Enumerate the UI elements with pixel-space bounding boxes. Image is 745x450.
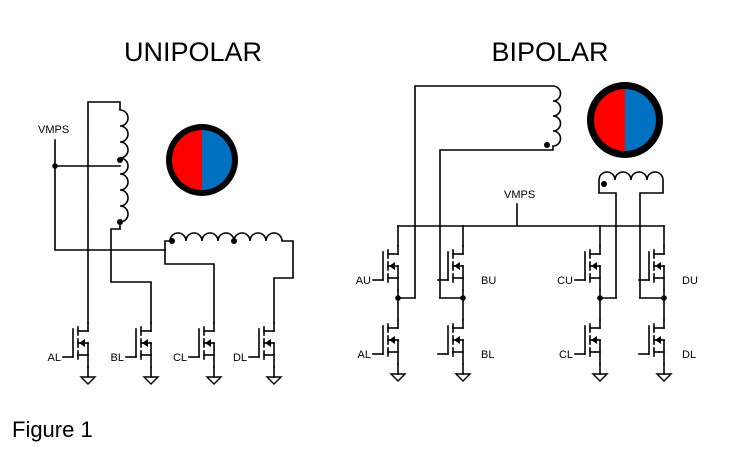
unipolar-vertical-coil xyxy=(87,101,129,324)
gate-label: AU xyxy=(356,275,371,287)
unipolar-title: UNIPOLAR xyxy=(124,37,262,67)
gate-label: AL xyxy=(48,352,61,364)
unipolar-mosfet-al: AL xyxy=(48,322,89,368)
gate-label: CL xyxy=(173,352,187,364)
gate-label: CL xyxy=(559,349,573,361)
unipolar-polarity-dot xyxy=(169,238,175,244)
bipolar-low-mosfet-al: AL xyxy=(358,319,399,365)
bipolar-polarity-dot xyxy=(544,142,550,148)
unipolar-polarity-dot xyxy=(231,238,237,244)
unipolar-mosfet-bl: BL xyxy=(111,322,152,368)
unipolar-mosfet-cl: CL xyxy=(173,322,215,368)
gate-label: BU xyxy=(481,275,496,287)
unipolar-coil-tail-cl xyxy=(164,249,215,324)
unipolar-polarity-dot xyxy=(117,157,123,163)
junction-dot xyxy=(597,295,603,301)
gate-label: BL xyxy=(111,352,124,364)
bipolar-high-mosfet-du: DU xyxy=(638,245,698,291)
bipolar-supply-rail xyxy=(397,203,665,227)
ground-icon xyxy=(454,363,472,382)
unipolar-circuit: VMPS AL BL CL DL xyxy=(38,101,294,385)
ground-icon xyxy=(205,366,223,385)
gate-label: DL xyxy=(682,349,696,361)
unipolar-supply-net xyxy=(54,139,166,251)
bipolar-title: BIPOLAR xyxy=(491,37,608,67)
bipolar-low-mosfet-bl: BL xyxy=(437,319,494,365)
unipolar-polarity-dot xyxy=(117,219,123,225)
unipolar-horizontal-coil xyxy=(164,232,294,324)
gate-label: CU xyxy=(557,275,573,287)
ground-icon xyxy=(142,366,160,385)
gate-label: BL xyxy=(481,349,494,361)
figure-caption: Figure 1 xyxy=(12,417,93,442)
unipolar-coil-tail-bl xyxy=(110,228,152,324)
junction-dot xyxy=(395,295,401,301)
ground-icon xyxy=(265,366,283,385)
bipolar-circuit: VMPS AU BU CU DU AL BL CL DL xyxy=(356,82,698,382)
gate-label: DU xyxy=(682,275,698,287)
bipolar-horizontal-coil xyxy=(598,171,664,299)
bipolar-polarity-dot xyxy=(601,181,607,187)
gate-label: AL xyxy=(358,349,371,361)
bipolar-low-mosfet-cl: CL xyxy=(559,319,601,365)
ground-icon xyxy=(591,363,609,382)
bipolar-high-mosfet-bu: BU xyxy=(437,245,496,291)
unipolar-rotor-icon xyxy=(166,124,238,196)
unipolar-vmps-label: VMPS xyxy=(38,124,69,136)
ground-icon xyxy=(655,363,673,382)
bipolar-vertical-coil xyxy=(414,85,562,299)
ground-icon xyxy=(79,366,97,385)
bipolar-high-mosfet-cu: CU xyxy=(557,245,601,291)
junction-dot xyxy=(661,295,667,301)
bipolar-rotor-icon xyxy=(587,82,663,158)
bipolar-low-mosfet-dl: DL xyxy=(638,319,696,365)
unipolar-junction-dot xyxy=(52,163,58,169)
gate-label: DL xyxy=(233,352,247,364)
ground-icon xyxy=(389,363,407,382)
junction-dot xyxy=(460,295,466,301)
bipolar-high-mosfet-au: AU xyxy=(356,245,399,291)
unipolar-mosfet-dl: DL xyxy=(233,322,275,368)
bipolar-vmps-label: VMPS xyxy=(504,189,535,201)
